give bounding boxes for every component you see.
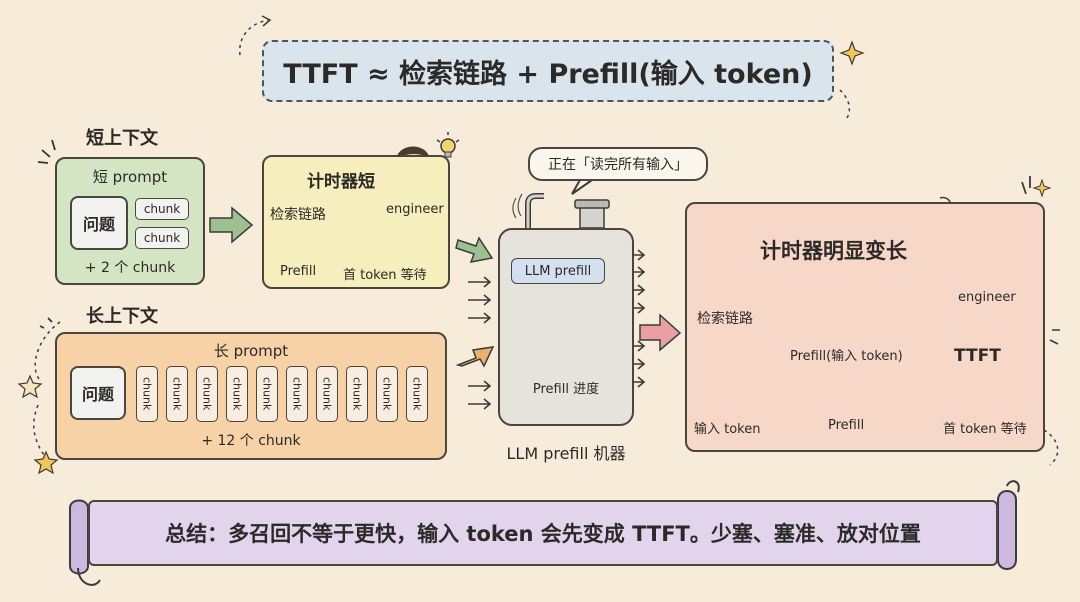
chunk-box: chunk: [135, 198, 189, 220]
summary-text: 总结：多召回不等于更快，输入 token 会先变成 TTFT。少塞、塞准、放对位…: [165, 522, 921, 546]
timer-long-card: [685, 202, 1045, 452]
scroll-right-icon: [997, 490, 1017, 570]
chunk-box: chunk: [256, 366, 278, 422]
page-title: TTFT ≈ 检索链路 + Prefill(输入 token): [283, 58, 813, 90]
engineer-label: engineer: [958, 290, 1016, 305]
star-icon: [33, 450, 59, 475]
long-prompt-label: 长 prompt: [213, 342, 289, 360]
summary-banner: 总结：多召回不等于更快，输入 token 会先变成 TTFT。少塞、塞准、放对位…: [88, 500, 998, 566]
question-label: 问题: [82, 215, 115, 234]
llm-prefill-screen: LLM prefill: [511, 258, 605, 284]
machine-caption: LLM prefill 机器: [506, 444, 626, 463]
timer-long-title: 计时器明显变长: [760, 239, 907, 263]
input-token-label: 输入 token: [694, 422, 761, 437]
question-label: 问题: [81, 385, 114, 404]
first-token-wait-label: 首 token 等待: [343, 268, 427, 283]
chunk-box: chunk: [135, 227, 189, 249]
short-prompt-label: 短 prompt: [92, 168, 168, 186]
prefill-label: Prefill: [828, 418, 865, 433]
scroll-left-icon: [69, 499, 89, 575]
arrow-orange-icon: [455, 346, 495, 368]
short-chunk-count: + 2 个 chunk: [84, 260, 176, 276]
arrow-red-icon: [639, 313, 682, 352]
short-context-heading: 短上下文: [86, 128, 158, 149]
retrieval-label: 检索链路: [697, 311, 753, 327]
chunk-box: chunk: [136, 366, 158, 422]
first-token-wait-label: 首 token 等待: [943, 422, 1027, 437]
timer-short-card: [262, 155, 450, 289]
arrow-green-icon: [455, 236, 494, 263]
prefill-progress-label: Prefill 进度: [532, 382, 600, 397]
prefill-input-label: Prefill(输入 token): [790, 349, 903, 364]
arrow-green-icon: [209, 206, 254, 244]
retrieval-label: 检索链路: [270, 207, 326, 223]
chunk-box: chunk: [346, 366, 368, 422]
engineer-label: engineer: [386, 202, 444, 217]
dotted-curve-icon: [239, 19, 269, 56]
chunk-box: chunk: [166, 366, 188, 422]
speech-bubble: 正在「读完所有输入」: [528, 147, 708, 181]
chunk-box: chunk: [196, 366, 218, 422]
chunk-box: chunk: [316, 366, 338, 422]
llm-prefill-screen-label: LLM prefill: [524, 263, 592, 279]
timer-short-title: 计时器短: [307, 172, 375, 192]
title-box: TTFT ≈ 检索链路 + Prefill(输入 token): [262, 40, 834, 102]
chunk-box: chunk: [286, 366, 308, 422]
short-context-panel: [55, 157, 205, 285]
prefill-label: Prefill: [280, 264, 317, 279]
star-icon: [17, 374, 43, 399]
question-box: 问题: [70, 196, 128, 250]
ttft-label: TTFT: [954, 346, 1001, 366]
chunk-box: chunk: [226, 366, 248, 422]
speech-bubble-text: 正在「读完所有输入」: [548, 157, 688, 173]
lightbulb-icon: [436, 132, 460, 158]
chunk-box: chunk: [376, 366, 398, 422]
question-box: 问题: [70, 366, 126, 420]
sparkle-icon: [839, 40, 865, 66]
long-chunk-count: + 12 个 chunk: [201, 433, 301, 449]
long-context-heading: 长上下文: [86, 306, 158, 327]
chunk-box: chunk: [406, 366, 428, 422]
sparkle-icon: [1032, 178, 1052, 198]
